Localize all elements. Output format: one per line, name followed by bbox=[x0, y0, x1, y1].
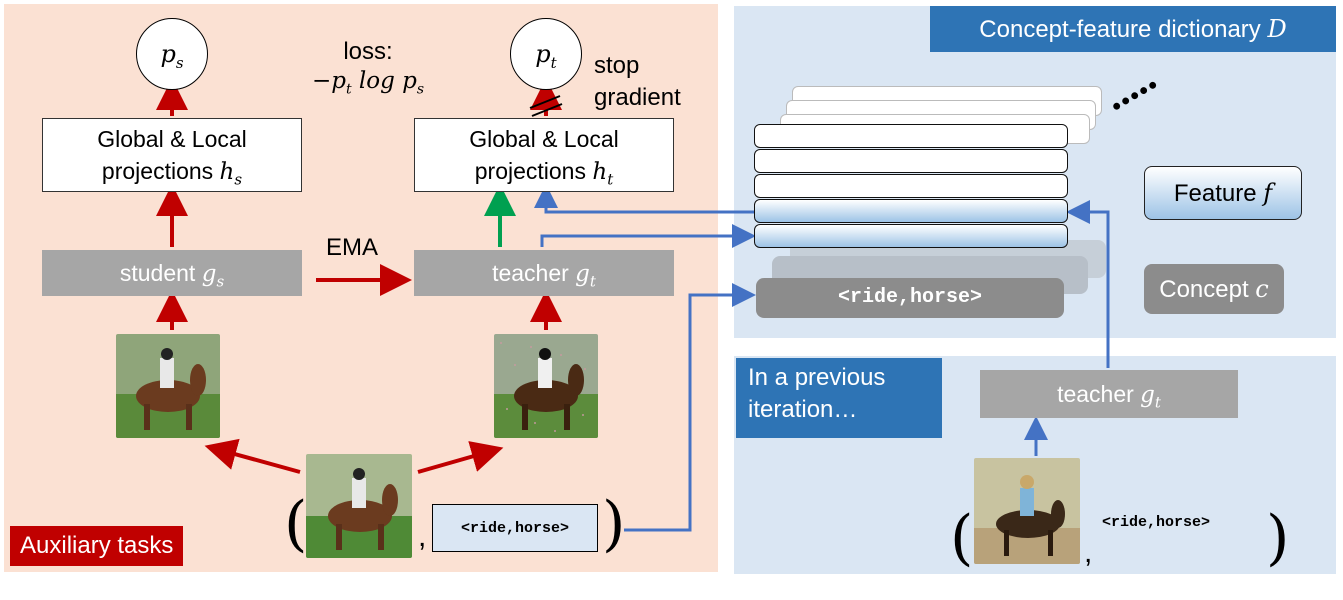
teacher-encoder-box: teacher gt bbox=[414, 250, 674, 296]
arrow-concept-to-dict bbox=[624, 283, 756, 532]
prev-left-paren: ( bbox=[950, 503, 974, 573]
projection-student-box: Global & Local projections hs bbox=[42, 118, 302, 192]
stop-gradient-mark-2 bbox=[531, 103, 563, 117]
right-paren: ) bbox=[602, 489, 626, 559]
proj-s-line2: projections hs bbox=[101, 158, 243, 189]
stop-gradient-mark-1 bbox=[529, 95, 561, 109]
prev-teacher-box: teacher gt bbox=[980, 370, 1238, 418]
horse-image-student bbox=[116, 334, 220, 438]
pt-sub: t bbox=[550, 53, 557, 72]
proj-t-line1: Global & Local bbox=[469, 126, 619, 152]
arrow-input-to-img-t bbox=[417, 441, 504, 474]
previous-iteration-tag: In a previous iteration… bbox=[736, 358, 942, 438]
feature-legend: Feature f bbox=[1144, 166, 1302, 220]
loss-line1: loss: bbox=[343, 38, 393, 65]
ps-label: p bbox=[160, 40, 176, 68]
prev-comma: , bbox=[1084, 536, 1093, 569]
arrow-dict-to-proj-t bbox=[534, 184, 756, 214]
loss-label: loss: −pt log ps bbox=[298, 38, 438, 98]
arrow-prev-teacher-to-dict bbox=[1066, 200, 1110, 368]
prev-concept-input: <ride,horse> bbox=[1102, 514, 1211, 531]
dict-row-feature-2 bbox=[754, 224, 1068, 248]
horse-image-previous bbox=[974, 458, 1080, 564]
auxiliary-tasks-tag: Auxiliary tasks bbox=[10, 526, 184, 566]
left-paren: ( bbox=[284, 489, 308, 559]
ema-label: EMA bbox=[326, 234, 379, 261]
concept-legend: Concept c bbox=[1144, 264, 1284, 314]
arrow-teacher-to-dict bbox=[540, 224, 756, 248]
pt-node: pt bbox=[510, 18, 582, 90]
ps-node: ps bbox=[136, 18, 208, 90]
dict-row-1 bbox=[754, 124, 1068, 148]
student-encoder-box: student gs bbox=[42, 250, 302, 296]
proj-t-line2: projections ht bbox=[474, 158, 614, 189]
projection-teacher-box: Global & Local projections ht bbox=[414, 118, 674, 192]
dictionary-title: Concept-feature dictionary D bbox=[930, 6, 1336, 52]
prev-right-paren: ) bbox=[1266, 503, 1290, 573]
arrow-input-to-img-s bbox=[204, 438, 301, 474]
horse-image-input bbox=[306, 454, 412, 558]
pt-label: p bbox=[535, 40, 551, 68]
loss-formula: −pt log ps bbox=[311, 68, 425, 98]
dict-concept-row: <ride,horse> bbox=[756, 278, 1064, 318]
input-comma: , bbox=[418, 520, 427, 553]
proj-s-line1: Global & Local bbox=[97, 126, 247, 152]
ps-sub: s bbox=[175, 53, 184, 72]
dict-row-3 bbox=[754, 174, 1068, 198]
dict-row-2 bbox=[754, 149, 1068, 173]
horse-image-teacher bbox=[494, 334, 598, 438]
stop-gradient-label: stop gradient bbox=[594, 52, 681, 111]
dict-row-feature-1 bbox=[754, 199, 1068, 223]
concept-input-box: <ride,horse> bbox=[432, 504, 598, 552]
